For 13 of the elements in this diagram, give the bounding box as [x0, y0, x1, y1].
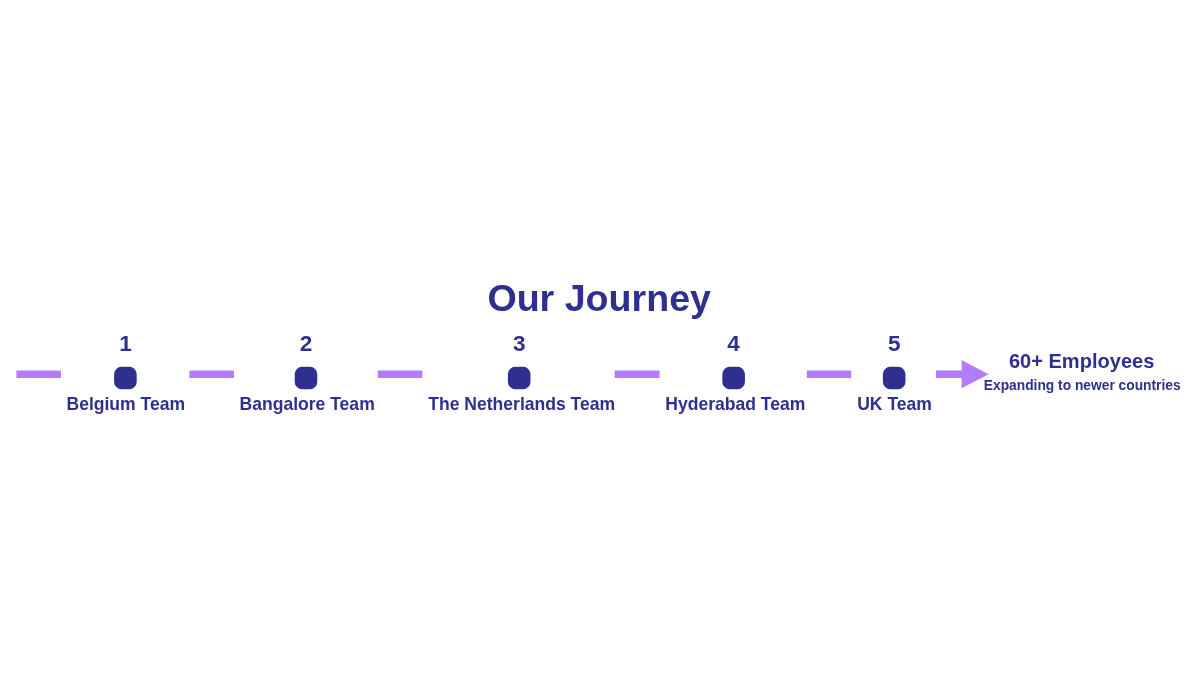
- node-label: 2: [299, 330, 313, 356]
- node-label: The Netherlands Team: [428, 393, 616, 414]
- node-text: 60+ Employees Expanding to newer countries: [983, 349, 1181, 393]
- node-label: 5: [887, 330, 901, 356]
- node-label: Belgium Team: [66, 393, 186, 414]
- diagram-title: Our Journey: [487, 276, 712, 319]
- node-label: 4: [727, 330, 740, 356]
- node-label: 1: [119, 330, 132, 356]
- node-label: Hyderabad Team: [665, 393, 806, 414]
- node-label: 3: [512, 330, 526, 356]
- node-label: UK Team: [857, 393, 932, 414]
- node-label: Bangalore Team: [239, 393, 375, 414]
- connector: [806, 369, 852, 378]
